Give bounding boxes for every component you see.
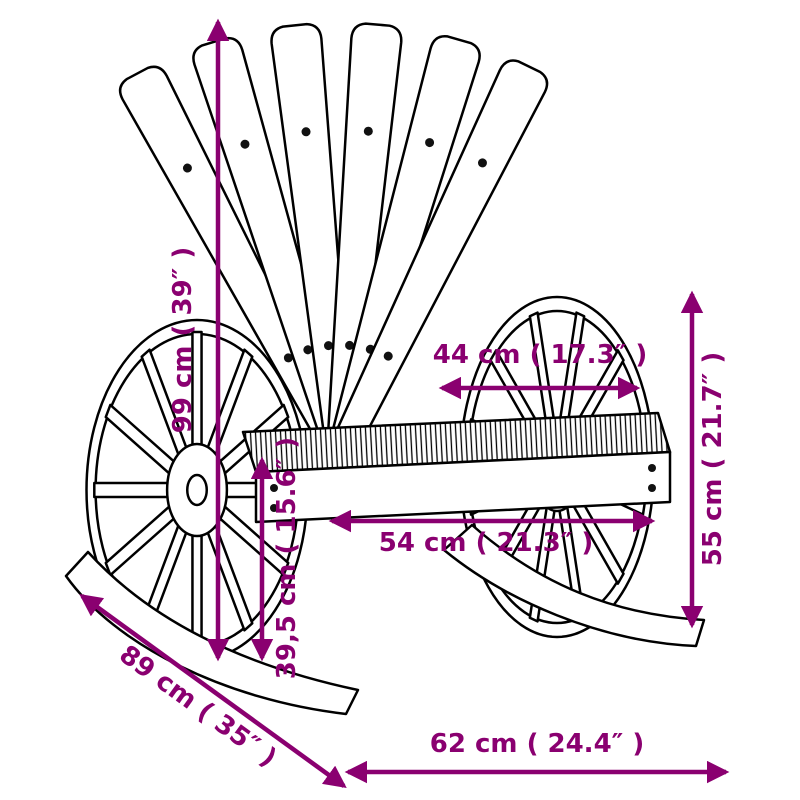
screw [301,127,311,137]
dimension-label-armrest-height: 55 cm ( 21.7″ ) [698,352,728,566]
backrest-slat [325,22,403,464]
dimension-label-seat-width: 44 cm ( 17.3″ ) [433,340,647,370]
dimension-label-seat-height: 39,5 cm ( 15.6″ ) [272,437,302,679]
dimension-label-seat-depth: 54 cm ( 21.3″ ) [379,528,593,558]
screw [324,341,334,351]
screw [345,340,355,350]
screw [648,484,656,492]
wheel-spoke [94,483,169,497]
screw [240,139,250,149]
screw [303,345,313,355]
screw [425,138,435,148]
backrest-slat [324,59,549,468]
screw [383,351,393,361]
dimension-label-total-width: 62 cm ( 24.4″ ) [430,729,644,759]
screw [363,126,373,136]
screw [182,163,192,173]
right-rocker [442,523,706,648]
screw [283,353,293,363]
screw [648,464,656,472]
dimension-label-backrest-height: 99 cm ( 39″ ) [168,247,198,433]
screw [477,158,487,168]
seat [241,411,672,524]
backrest-slats [118,22,549,468]
dimension-line-total-depth [79,594,347,788]
left-wheel-hub-center [187,475,207,505]
wheel-spoke [192,532,201,648]
